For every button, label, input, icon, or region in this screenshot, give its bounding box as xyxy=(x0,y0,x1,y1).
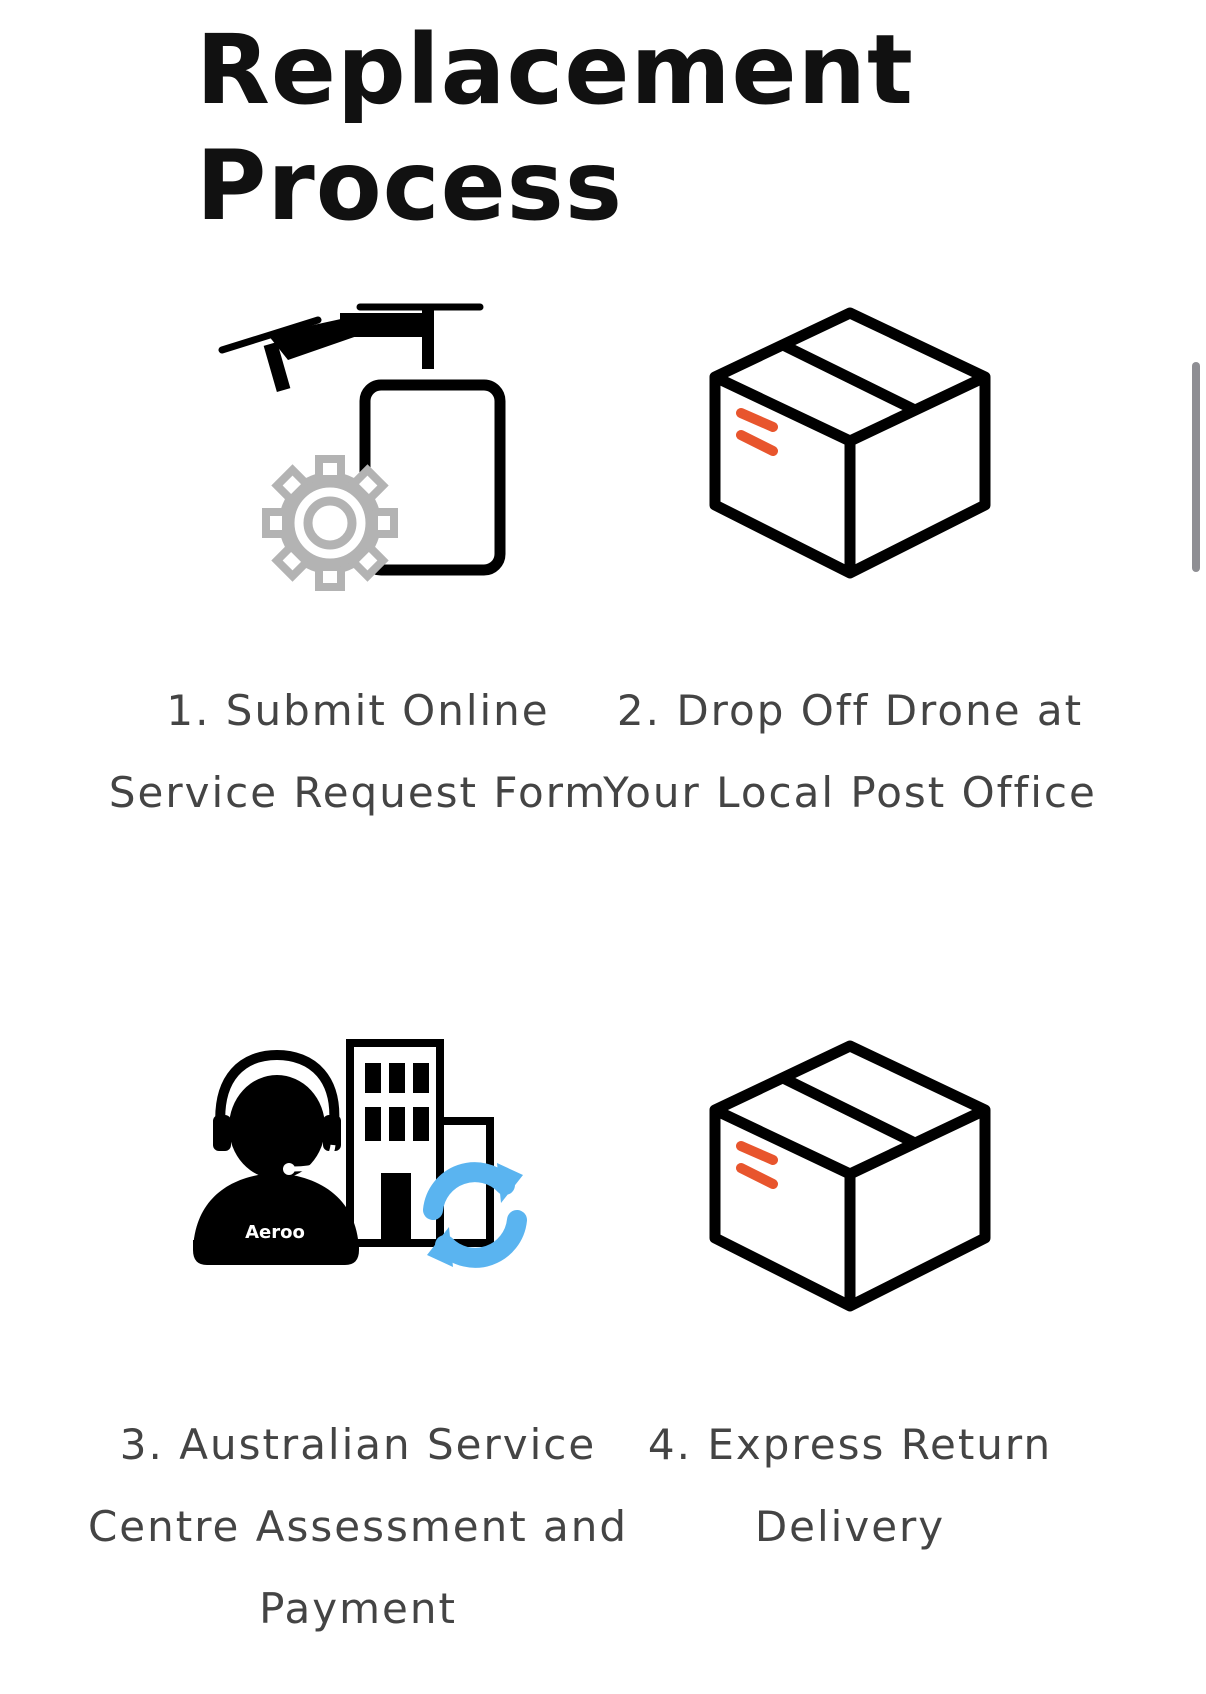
agent-badge-text: Aeroo xyxy=(245,1222,305,1243)
drone-tablet-gear-icon xyxy=(218,303,506,591)
page-title-line-1: Replacement xyxy=(196,14,914,126)
package-box-icon xyxy=(709,1040,991,1312)
step-1-label: 1. Submit Online Service Request Form xyxy=(108,686,608,817)
building-icon xyxy=(346,1039,494,1247)
sync-arrows-icon xyxy=(423,1162,527,1268)
service-centre-agent-icon: Aeroo xyxy=(193,1039,527,1268)
step-4-label: 4. Express Return Delivery xyxy=(647,1420,1053,1551)
page-title: Replacement Process xyxy=(196,12,914,244)
drone-icon xyxy=(218,303,484,392)
step-2-label: 2. Drop Off Drone at Your Local Post Off… xyxy=(603,686,1097,817)
agent-headset-icon: Aeroo xyxy=(193,1049,359,1265)
scrollbar[interactable] xyxy=(1192,362,1200,572)
gear-icon xyxy=(262,455,398,591)
step-3-label: 3. Australian Service Centre Assessment … xyxy=(87,1420,629,1633)
page-title-line-2: Process xyxy=(196,130,623,242)
tablet-icon xyxy=(359,379,506,576)
package-box-icon xyxy=(709,307,991,579)
